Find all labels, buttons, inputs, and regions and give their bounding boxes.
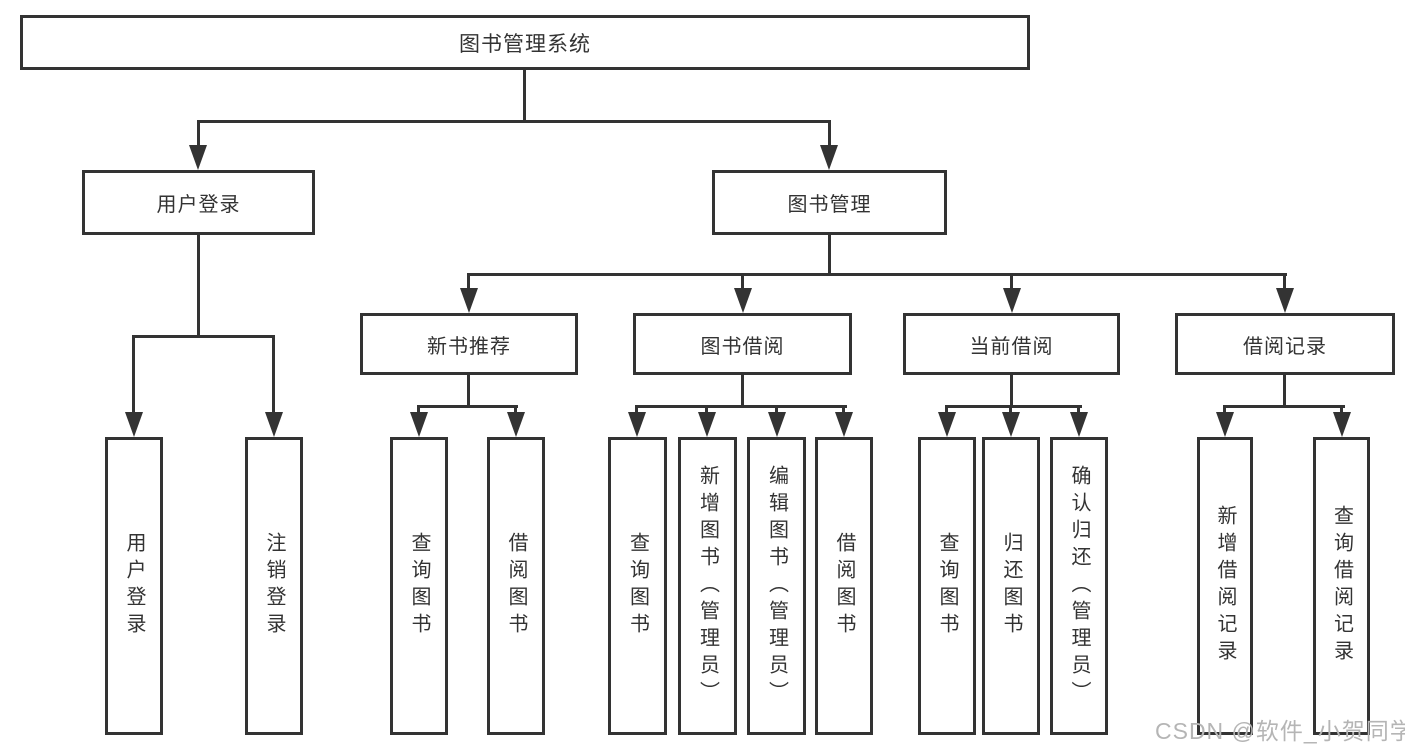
arrowhead-down-icon bbox=[265, 412, 283, 437]
connector-line bbox=[828, 235, 831, 276]
connector-line bbox=[1223, 405, 1345, 408]
node-new-book-recommendation: 新书推荐 bbox=[360, 313, 578, 375]
node-label: 当前借阅 bbox=[969, 335, 1054, 358]
arrowhead-down-icon bbox=[768, 412, 786, 437]
connector-line bbox=[775, 405, 778, 415]
leaf-edit-book-admin: 编辑图书（管理员） bbox=[747, 437, 806, 735]
arrowhead-down-icon bbox=[938, 412, 956, 437]
connector-line bbox=[741, 375, 744, 408]
arrowhead-down-icon bbox=[1216, 412, 1234, 437]
connector-line bbox=[1010, 273, 1013, 291]
arrowhead-down-icon bbox=[460, 288, 478, 313]
node-label: 图书管理系统 bbox=[459, 32, 591, 56]
connector-line bbox=[197, 120, 831, 123]
arrowhead-down-icon bbox=[410, 412, 428, 437]
connector-line bbox=[741, 273, 744, 291]
node-root-library-management-system: 图书管理系统 bbox=[20, 15, 1030, 70]
leaf-borrow-books: 借阅图书 bbox=[815, 437, 873, 735]
csdn-watermark: CSDN @软件_小贺同学 bbox=[1155, 718, 1405, 744]
arrowhead-down-icon bbox=[125, 412, 143, 437]
connector-line bbox=[635, 405, 638, 415]
arrowhead-down-icon bbox=[628, 412, 646, 437]
leaf-query-books-current: 查询图书 bbox=[918, 437, 976, 735]
node-label: 借阅图书 bbox=[505, 532, 527, 640]
connector-line bbox=[197, 120, 200, 147]
leaf-query-borrow-record: 查询借阅记录 bbox=[1313, 437, 1370, 735]
connector-line bbox=[1009, 405, 1012, 415]
connector-line bbox=[1340, 405, 1343, 415]
node-label: 确认归还（管理员） bbox=[1068, 464, 1090, 708]
arrowhead-down-icon bbox=[1333, 412, 1351, 437]
node-book-borrowing: 图书借阅 bbox=[633, 313, 852, 375]
arrowhead-down-icon bbox=[507, 412, 525, 437]
leaf-query-books-recommend: 查询图书 bbox=[390, 437, 448, 735]
node-label: 借阅图书 bbox=[833, 532, 855, 640]
connector-line bbox=[467, 273, 1287, 276]
node-label: 用户登录 bbox=[123, 532, 145, 640]
connector-line bbox=[467, 273, 470, 291]
connector-line bbox=[132, 335, 135, 414]
node-label: 查询图书 bbox=[626, 532, 649, 640]
leaf-add-book-admin: 新增图书（管理员） bbox=[678, 437, 737, 735]
connector-line bbox=[945, 405, 1082, 408]
connector-line bbox=[1283, 375, 1286, 408]
arrowhead-down-icon bbox=[835, 412, 853, 437]
connector-line bbox=[417, 405, 420, 415]
arrowhead-down-icon bbox=[820, 145, 838, 170]
arrowhead-down-icon bbox=[189, 145, 207, 170]
node-label: 新增借阅记录 bbox=[1214, 505, 1236, 667]
connector-line bbox=[197, 235, 200, 338]
node-current-borrowing: 当前借阅 bbox=[903, 313, 1120, 375]
node-user-login: 用户登录 bbox=[82, 170, 315, 235]
connector-line bbox=[1223, 405, 1226, 415]
node-label: 图书管理 bbox=[787, 194, 872, 216]
connector-line bbox=[132, 335, 275, 338]
arrowhead-down-icon bbox=[1002, 412, 1020, 437]
node-label: 查询图书 bbox=[408, 532, 430, 640]
leaf-confirm-return-admin: 确认归还（管理员） bbox=[1050, 437, 1108, 735]
connector-line bbox=[1010, 375, 1013, 408]
node-label: 新增图书（管理员） bbox=[696, 464, 719, 708]
leaf-return-book: 归还图书 bbox=[982, 437, 1040, 735]
connector-line bbox=[514, 405, 517, 415]
node-borrowing-records: 借阅记录 bbox=[1175, 313, 1395, 375]
connector-line bbox=[1283, 273, 1286, 291]
node-label: 借阅记录 bbox=[1243, 335, 1327, 358]
connector-line bbox=[705, 405, 708, 415]
connector-line bbox=[1077, 405, 1080, 415]
node-label: 编辑图书（管理员） bbox=[765, 464, 788, 708]
connector-line bbox=[417, 405, 518, 408]
leaf-borrow-books-recommend: 借阅图书 bbox=[487, 437, 545, 735]
arrowhead-down-icon bbox=[1003, 288, 1021, 313]
connector-line bbox=[945, 405, 948, 415]
node-label: 查询图书 bbox=[936, 532, 958, 640]
connector-line bbox=[828, 120, 831, 147]
connector-line bbox=[635, 405, 847, 408]
node-label: 图书借阅 bbox=[700, 335, 785, 358]
node-label: 新书推荐 bbox=[427, 335, 511, 358]
node-label: 归还图书 bbox=[1000, 532, 1022, 640]
node-book-management: 图书管理 bbox=[712, 170, 947, 235]
arrowhead-down-icon bbox=[698, 412, 716, 437]
leaf-logout: 注销登录 bbox=[245, 437, 303, 735]
node-label: 注销登录 bbox=[263, 532, 285, 640]
connector-line bbox=[842, 405, 845, 415]
arrowhead-down-icon bbox=[1276, 288, 1294, 313]
arrowhead-down-icon bbox=[734, 288, 752, 313]
connector-line bbox=[523, 70, 526, 120]
leaf-add-borrow-record: 新增借阅记录 bbox=[1197, 437, 1253, 735]
leaf-query-books-borrow: 查询图书 bbox=[608, 437, 667, 735]
leaf-user-login: 用户登录 bbox=[105, 437, 163, 735]
arrowhead-down-icon bbox=[1070, 412, 1088, 437]
connector-line bbox=[272, 335, 275, 414]
node-label: 查询借阅记录 bbox=[1330, 505, 1353, 667]
node-label: 用户登录 bbox=[156, 194, 241, 216]
connector-line bbox=[467, 375, 470, 408]
